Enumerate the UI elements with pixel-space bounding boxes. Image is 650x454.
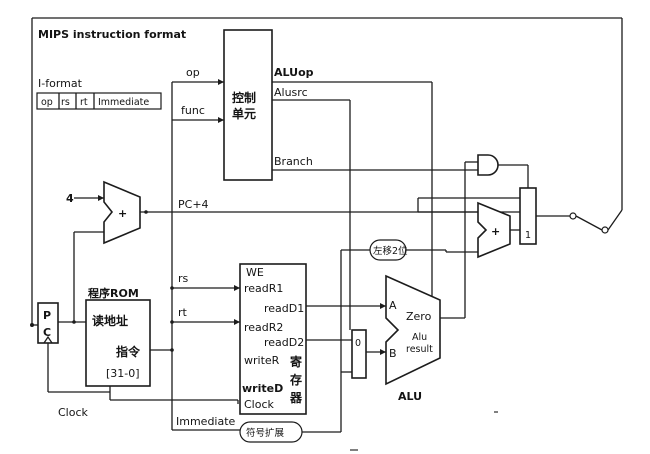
pc4-signal-label: PC+4 bbox=[178, 198, 209, 211]
clock-signal-label: Clock bbox=[58, 406, 89, 419]
constant-four-label: 4 bbox=[66, 192, 74, 205]
alusrc-mux: 0 bbox=[340, 249, 386, 379]
diagram-title: MIPS instruction format bbox=[38, 28, 186, 41]
instruction-bus bbox=[150, 79, 240, 431]
shift-left-label: 左移2位 bbox=[373, 245, 408, 257]
alu-result-label-1: Alu bbox=[412, 332, 427, 343]
rom-title: 程序ROM bbox=[88, 286, 139, 300]
regfile-outputs bbox=[306, 303, 386, 341]
sign-extend-label: 符号扩展 bbox=[246, 427, 285, 439]
pc-letter-c: C bbox=[43, 326, 51, 339]
iformat-field-rs: rs bbox=[61, 97, 70, 108]
regfile-writer-label: writeR bbox=[244, 354, 280, 367]
iformat-field-op: op bbox=[41, 97, 53, 108]
branch-adder: + bbox=[418, 201, 520, 259]
aluop-signal-label: ALUop bbox=[274, 66, 314, 79]
pc-mux-one-label: 1 bbox=[525, 230, 531, 241]
branch-adder-plus: + bbox=[491, 225, 500, 238]
alu-result-label-2: result bbox=[406, 344, 433, 355]
control-unit: 控制 单元 bbox=[223, 29, 273, 181]
alu-unit: A B Zero Alu result ALU bbox=[385, 274, 465, 403]
sign-extend: 符号扩展 bbox=[239, 372, 342, 443]
rs-signal-label: rs bbox=[178, 272, 189, 285]
iformat-label: I-format bbox=[38, 77, 83, 90]
alu-zero-label: Zero bbox=[406, 310, 432, 323]
regfile-name-2: 存 bbox=[289, 372, 302, 387]
rom-address-label: 读地址 bbox=[92, 313, 128, 328]
shift-left-2: 左移2位 bbox=[369, 239, 447, 261]
rt-signal-label: rt bbox=[178, 306, 188, 319]
alu-input-a-label: A bbox=[389, 299, 397, 312]
regfile-readd2-label: readD2 bbox=[264, 336, 304, 349]
regfile-writed-label: writeD bbox=[242, 382, 283, 395]
regfile-readd1-label: readD1 bbox=[264, 302, 304, 315]
pc-mux: 1 bbox=[519, 187, 623, 245]
iformat-field-immediate: Immediate bbox=[98, 97, 149, 108]
iformat-box: I-format op rs rt Immediate bbox=[36, 77, 162, 110]
pc-adder-plus: + bbox=[118, 207, 127, 220]
op-signal-label: op bbox=[186, 66, 200, 79]
regfile-readr2-label: readR2 bbox=[244, 321, 283, 334]
control-unit-label-1: 控制 bbox=[232, 90, 256, 105]
program-rom: 程序ROM 读地址 指令 [31-0] bbox=[85, 286, 239, 404]
rom-bits-label: [31-0] bbox=[106, 367, 140, 380]
rom-instr-label: 指令 bbox=[116, 344, 141, 359]
control-outputs bbox=[272, 81, 478, 330]
branch-signal-label: Branch bbox=[274, 155, 313, 168]
alu-name-label: ALU bbox=[398, 390, 422, 403]
regfile-readr1-label: readR1 bbox=[244, 282, 283, 295]
alusrc-mux-zero-label: 0 bbox=[355, 338, 361, 349]
register-file: WE readR1 readD1 readR2 readD2 writeR wr… bbox=[239, 263, 307, 415]
iformat-field-rt: rt bbox=[80, 97, 88, 108]
alu-input-b-label: B bbox=[389, 347, 397, 360]
regfile-we-label: WE bbox=[246, 266, 264, 279]
control-unit-label-2: 单元 bbox=[232, 106, 256, 121]
branch-and-gate bbox=[464, 154, 529, 318]
alusrc-signal-label: Alusrc bbox=[274, 86, 308, 99]
regfile-name-1: 寄 bbox=[290, 354, 302, 369]
immediate-signal-label: Immediate bbox=[176, 415, 236, 428]
pc-letter-p: P bbox=[43, 309, 51, 322]
regfile-clock-label: Clock bbox=[244, 398, 275, 411]
pc-register: P C bbox=[30, 302, 110, 393]
func-signal-label: func bbox=[181, 104, 205, 117]
outer-frame bbox=[31, 17, 623, 325]
regfile-name-3: 器 bbox=[289, 391, 303, 405]
